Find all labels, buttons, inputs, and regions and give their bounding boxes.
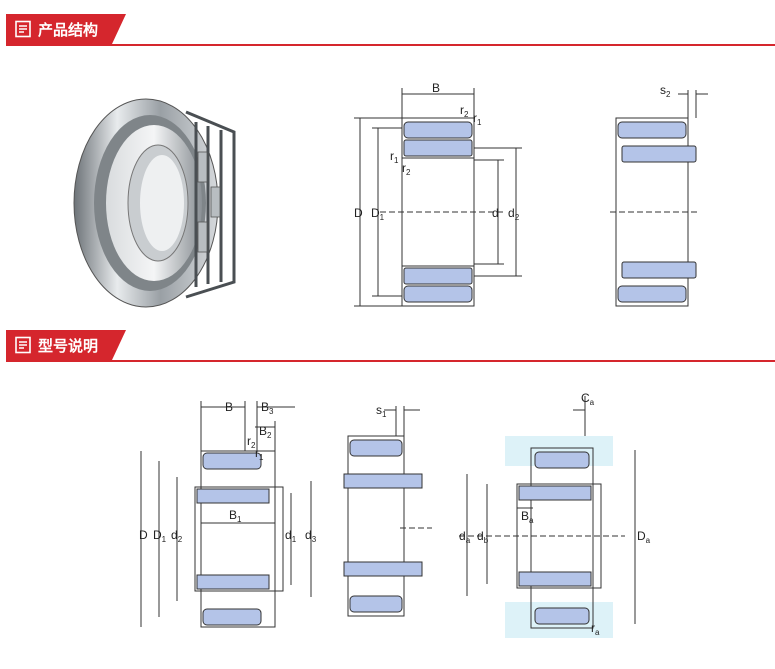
diagram-cross-section-s1: s1 (343, 403, 432, 617)
diagram-sleeve-bearing: B B3 B2 r2 r1 D D1 d2 B1 d1 d3 (139, 400, 317, 628)
label-Ca: Ca (581, 391, 595, 407)
section-title: 产品结构 (38, 20, 99, 39)
label-B2: B2 (259, 424, 272, 440)
label-d3: d3 (305, 528, 317, 544)
label-d: d (492, 206, 499, 220)
label-D: D (139, 528, 148, 542)
label-Da: Da (637, 529, 651, 545)
section-divider (6, 360, 775, 362)
label-r1-inner: r1 (390, 149, 399, 165)
label-r1: r1 (473, 111, 482, 127)
section-tab: 型号说明 (6, 330, 127, 360)
label-d1: d1 (285, 528, 297, 544)
label-s1: s1 (376, 403, 387, 419)
label-d2: d2 (171, 528, 183, 544)
label-da: da (459, 529, 471, 545)
label-D1: D1 (153, 528, 167, 544)
section-header-product-structure: 产品结构 (0, 4, 775, 48)
label-db: db (477, 529, 489, 545)
label-B: B (432, 81, 440, 95)
document-icon (15, 336, 31, 354)
bearing-photo (73, 98, 236, 308)
label-r1: r1 (255, 446, 264, 462)
section-tab: 产品结构 (6, 14, 127, 44)
label-B: B (225, 400, 233, 414)
label-r2: r2 (460, 103, 469, 119)
label-B3: B3 (261, 400, 274, 416)
label-B1: B1 (229, 508, 242, 524)
label-D1: D1 (371, 206, 385, 222)
section-title: 型号说明 (38, 336, 99, 355)
label-s2: s2 (660, 83, 671, 99)
label-d2: d2 (508, 206, 520, 222)
diagram-cross-section-1: B r2 r1 r1 r2 D D1 d d2 (354, 81, 522, 307)
diagram-cross-section-2: s2 (610, 83, 708, 307)
section-header-model-description: 型号说明 (0, 320, 775, 364)
diagram-mounting-dimensions: Ca da db Ba Da ra (459, 391, 651, 638)
label-Ba: Ba (521, 509, 534, 525)
label-ra: ra (591, 621, 600, 637)
section-divider (6, 44, 775, 46)
document-icon (15, 20, 31, 38)
label-D: D (354, 206, 363, 220)
label-r2: r2 (247, 434, 256, 450)
label-r2-inner: r2 (402, 161, 411, 177)
